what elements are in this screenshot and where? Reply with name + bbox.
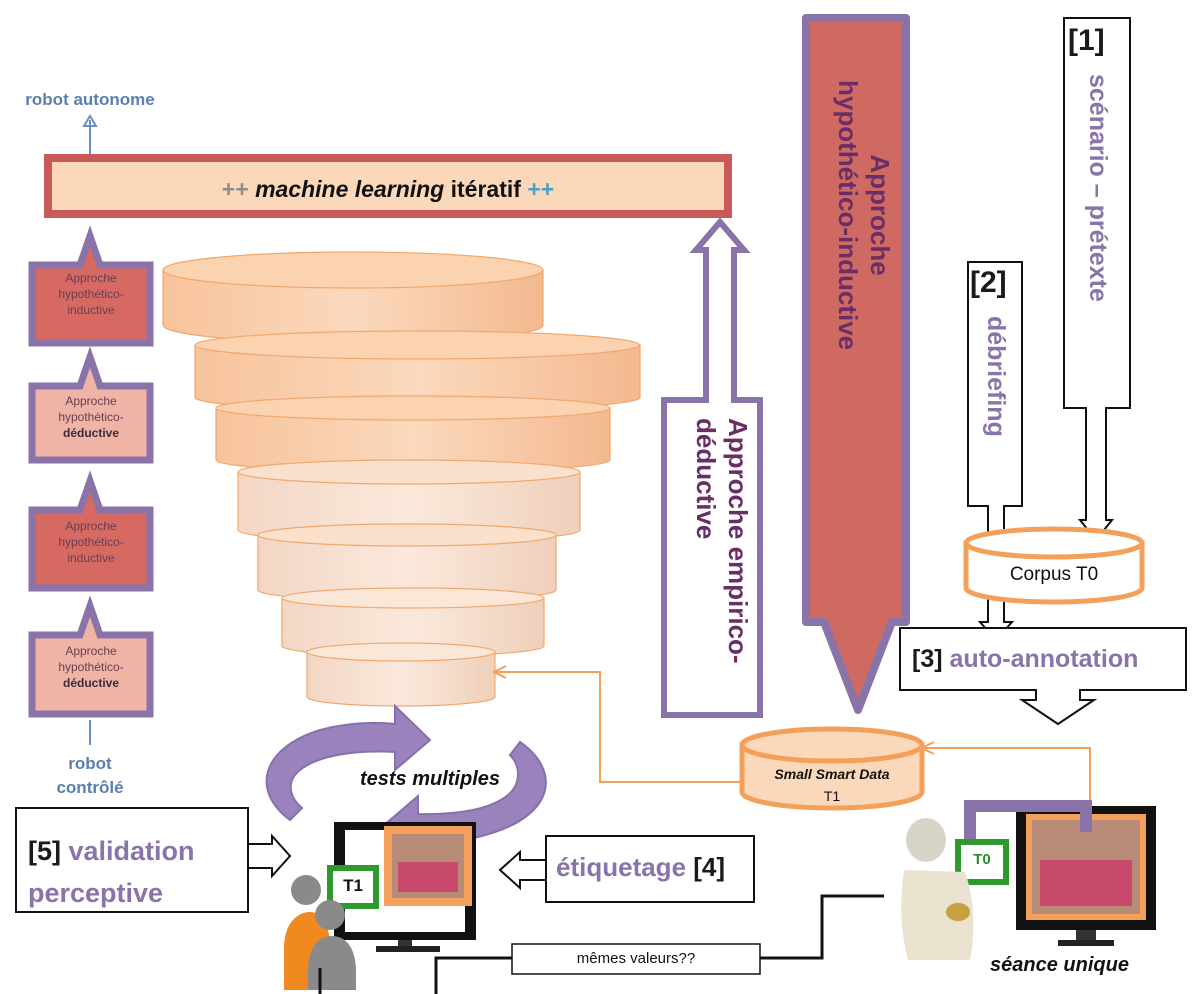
small-smart-data-sub: T1 (823, 788, 841, 804)
empirico-deductive-label: Approche empirico- déductive (690, 418, 754, 664)
stage-3-label: Approche hypothético- inductive (36, 518, 146, 566)
step5-word2: perceptive (28, 878, 164, 908)
comparison-lines (318, 894, 884, 994)
etiquetage-box (545, 835, 755, 903)
step5-number: [5] (28, 836, 61, 866)
stage-1-line3: inductive (67, 303, 115, 317)
stage-4-line1: Approche (65, 644, 117, 658)
badge-t1: T1 (343, 876, 363, 895)
stage-4-label: Approche hypothético- déductive (36, 643, 146, 691)
step4-number: [4] (693, 852, 726, 882)
ml-plus-left: ++ (221, 176, 249, 202)
stage-1-label: Approche hypothético- inductive (36, 270, 146, 318)
users-icon (284, 875, 356, 990)
ml-bar (44, 154, 732, 218)
step4-text: étiquetage (556, 852, 687, 882)
ml-rest: itératif (450, 176, 521, 202)
auto-annotation-box (899, 627, 1187, 726)
stage-1-line2: hypothético- (58, 287, 124, 301)
ml-plus-right: ++ (527, 176, 555, 202)
tests-multiples-label: tests multiples (359, 768, 501, 790)
ml-italic: machine learning (255, 176, 445, 202)
inductive-big-label: Approche hypothético-inductive (832, 80, 896, 350)
stage-boxes (28, 225, 154, 718)
robot-autonome-label: robot autonome (25, 90, 155, 109)
stage-1-line1: Approche (65, 271, 117, 285)
inductive-big-line2: hypothético-inductive (833, 80, 863, 351)
step3-text: auto-annotation (949, 645, 1139, 673)
monitor-t0 (955, 800, 1156, 946)
badge-t0: T0 (973, 851, 991, 868)
small-smart-data-cylinder (739, 726, 925, 811)
elderly-person (901, 818, 974, 960)
stage-3-line2: hypothético- (58, 535, 124, 549)
memes-valeurs-box (511, 943, 761, 975)
stage-2-label: Approche hypothético- déductive (36, 393, 146, 441)
seance-unique-label: séance unique (990, 954, 1129, 976)
stage-2-line3: déductive (62, 426, 119, 440)
validation-box (15, 807, 249, 913)
empirico-line2: déductive (691, 418, 721, 540)
small-smart-data-title: Small Smart Data (774, 766, 890, 782)
corpus-t0-cylinder (963, 526, 1145, 605)
inductive-big-line1: Approche (865, 154, 895, 276)
monitor-t1 (327, 822, 476, 952)
empirico-line1: Approche empirico- (723, 418, 753, 664)
etiquetage-arrow (498, 849, 547, 891)
corpus-t0-label: Corpus T0 (1009, 564, 1099, 585)
step5-word1: validation (68, 836, 195, 866)
orange-connectors (491, 665, 1091, 815)
robot-controle-line1: robot (68, 754, 112, 773)
stage-2-line2: hypothético- (58, 410, 124, 424)
validation-arrow (247, 833, 292, 879)
stage-4-line2: hypothético- (58, 660, 124, 674)
memes-valeurs-label: mêmes valeurs?? (576, 950, 696, 967)
step2-number: [2] (970, 266, 1007, 299)
empirico-arrow (661, 217, 763, 718)
robot-controle-label: robot contrôlé (30, 752, 150, 800)
stage-2-line1: Approche (65, 394, 117, 408)
step1-number: [1] (1068, 24, 1105, 57)
step1-text: scénario – prétexte (1084, 74, 1112, 302)
step4-label: étiquetage [4] (556, 852, 725, 883)
step3-number: [3] (912, 645, 943, 673)
step2-text: débriefing (982, 316, 1010, 437)
inductive-big-arrow (802, 14, 910, 714)
stage-3-line1: Approche (65, 519, 117, 533)
step3-label: [3] auto-annotation (912, 645, 1138, 674)
stage-4-line3: déductive (62, 676, 119, 690)
ml-bar-text: ++ machine learning itératif ++ (48, 176, 728, 203)
funnel (162, 251, 641, 707)
robot-controle-line2: contrôlé (56, 778, 124, 797)
stage-3-line3: inductive (67, 551, 115, 565)
step5-label: [5] validation perceptive (28, 830, 195, 914)
